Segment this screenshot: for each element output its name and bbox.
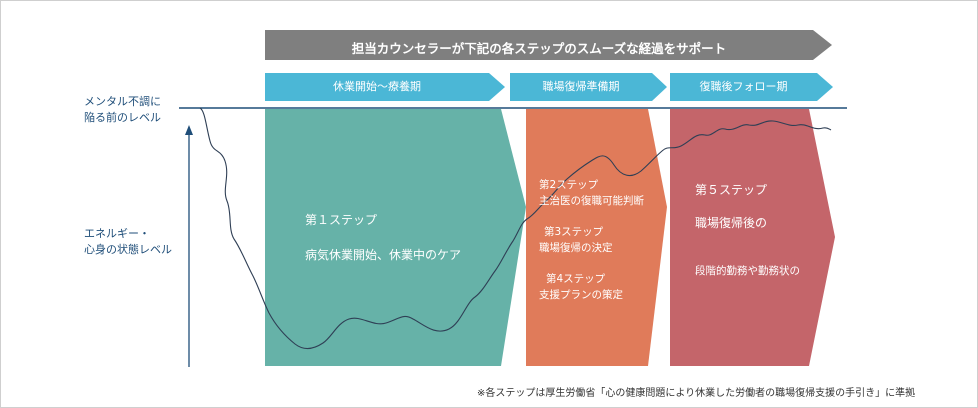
phase-arrow-3 [670,73,833,101]
phase-arrow-1 [265,73,505,101]
stage2-step2-title: 第2ステップ [539,179,599,191]
stage2-step3-desc: 職場復帰の決定 [539,242,613,254]
stage-block-1 [265,109,526,366]
stage2-step4-desc: 支援プランの策定 [539,289,623,301]
stage2-step3-title: 第3ステップ [544,226,604,238]
stage1-desc: 病気休業開始、休業中のケア [305,248,462,262]
y-label-mid-2: 心身の状態レベル [84,243,172,256]
y-label-top-2: 陥る前のレベル [84,111,161,124]
stage-block-3 [670,109,835,366]
banner-text: 担当カウンセラーが下記の各ステップのスムーズな経過をサポート [351,41,727,56]
y-label-mid-1: エネルギー・ [84,227,150,240]
stage-block-2 [526,109,667,366]
footnote: ※各ステップは厚生労働省「心の健康問題により休業した労働者の職場復帰支援の手引き… [477,388,916,399]
banner-arrow [265,30,832,60]
phase-label-2: 職場復帰準備期 [542,80,620,93]
y-label-top-1: メンタル不調に [84,95,161,108]
energy-curve [199,107,832,349]
stage3-title: 第５ステップ [695,183,768,197]
y-axis-arrowhead [185,125,193,135]
stage3-subtitle: 職場復帰後の [695,216,768,230]
phase-label-1: 休業開始～療養期 [333,80,421,93]
stage3-desc: 段階的勤務や勤務状の [695,265,800,277]
phase-arrow-2 [510,73,667,101]
stage1-title: 第１ステップ [305,213,378,227]
stage2-step4-title: 第4ステップ [546,273,606,285]
stage2-step2-desc: 主治医の復職可能判断 [539,195,644,207]
phase-label-3: 復職後フォロー期 [699,80,788,93]
